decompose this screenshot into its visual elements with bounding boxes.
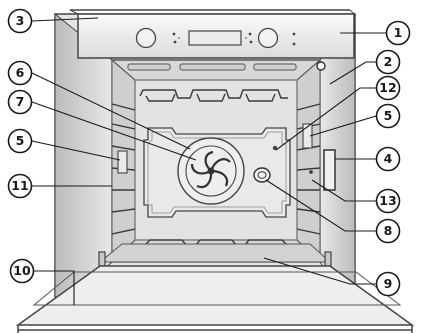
callout-number: 6 xyxy=(16,65,25,80)
left-hinge xyxy=(99,252,105,266)
callout-c5a: 5 xyxy=(9,130,32,153)
left-knob[interactable] xyxy=(137,29,156,48)
callout-c8: 8 xyxy=(377,220,400,243)
callout-c3: 3 xyxy=(9,10,32,33)
callout-number: 9 xyxy=(384,276,393,291)
callout-c1: 1 xyxy=(387,22,410,45)
callout-c12: 12 xyxy=(377,77,400,100)
callout-number: 7 xyxy=(16,94,25,109)
oven-light xyxy=(254,168,270,182)
right-knob[interactable] xyxy=(259,29,278,48)
callout-c7: 7 xyxy=(9,91,32,114)
callout-number: 2 xyxy=(384,54,393,69)
control-panel xyxy=(70,10,354,58)
callout-number: 3 xyxy=(16,13,25,28)
callout-number: 5 xyxy=(384,108,393,123)
callout-number: 10 xyxy=(13,263,31,278)
probe-socket xyxy=(309,170,313,174)
callout-number: 12 xyxy=(379,80,396,95)
right-wall-element xyxy=(324,150,335,190)
top-light xyxy=(317,62,325,70)
callout-c4: 4 xyxy=(377,148,400,171)
callout-c10: 10 xyxy=(11,260,34,283)
callout-number: 4 xyxy=(384,151,393,166)
right-hinge xyxy=(325,252,331,266)
callout-c2: 2 xyxy=(377,51,400,74)
callout-number: 8 xyxy=(384,223,393,238)
display xyxy=(189,31,241,45)
callout-c9: 9 xyxy=(377,273,400,296)
callout-number: 13 xyxy=(379,193,396,208)
callout-c6: 6 xyxy=(9,62,32,85)
left-side-light xyxy=(118,151,127,173)
callout-number: 1 xyxy=(394,25,403,40)
callout-c11: 11 xyxy=(9,175,32,198)
callout-c13: 13 xyxy=(377,190,400,213)
callout-number: 5 xyxy=(16,133,25,148)
callout-number: 11 xyxy=(11,178,28,193)
callout-c5b: 5 xyxy=(377,105,400,128)
